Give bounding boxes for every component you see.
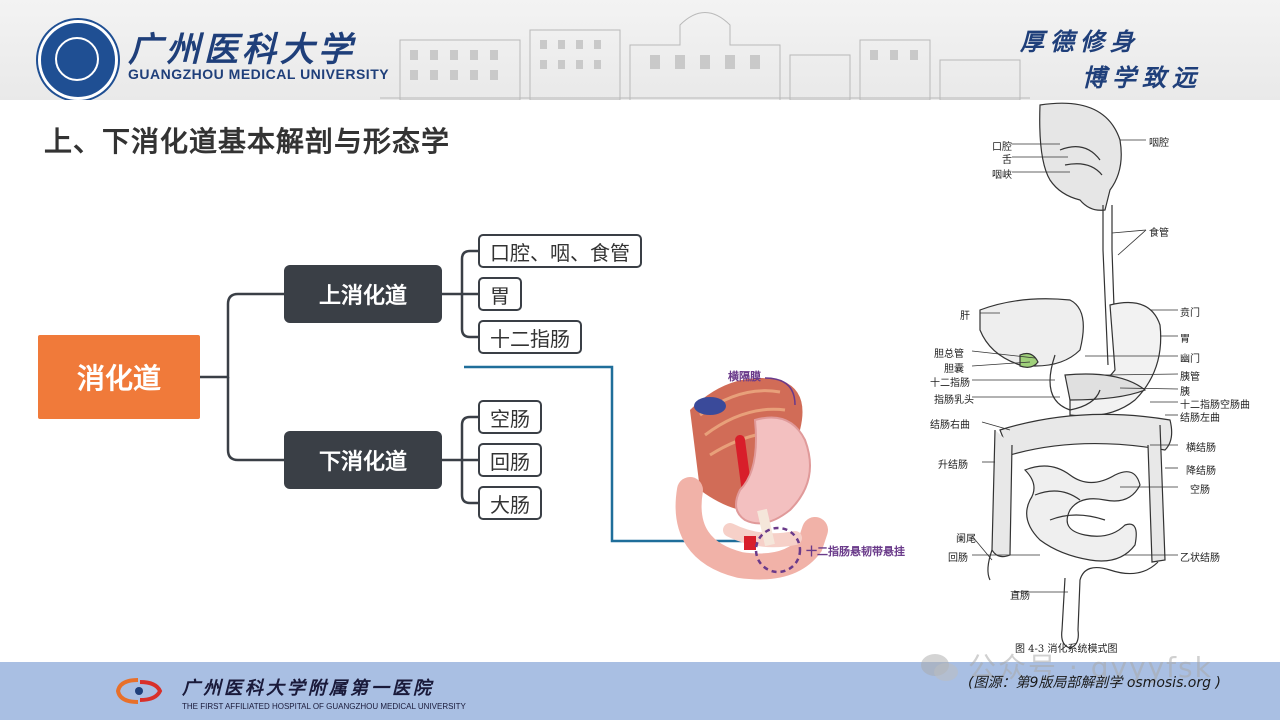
stomach-duodenum-illustration bbox=[675, 377, 828, 580]
digestive-system-diagram bbox=[971, 102, 1179, 649]
root-node-digestive-tract: 消化道 bbox=[38, 335, 200, 419]
label-pylorus: 幽门 bbox=[1180, 354, 1200, 365]
leaf-stomach: 胃 bbox=[478, 277, 522, 311]
hospital-logo-icon bbox=[115, 678, 163, 704]
label-suspensory-ligament: 十二指肠悬韧带悬挂 bbox=[806, 545, 905, 558]
figure-caption: 图 4-3 消化系统模式图 bbox=[1015, 644, 1118, 655]
label-esophagus: 食管 bbox=[1149, 228, 1169, 239]
branch-lower-gi: 下消化道 bbox=[284, 431, 442, 489]
university-seal-logo bbox=[38, 20, 118, 100]
label-stomach: 胃 bbox=[1180, 334, 1190, 345]
branch-upper-gi: 上消化道 bbox=[284, 265, 442, 323]
motto-line-1: 厚德修身 bbox=[1020, 27, 1140, 56]
label-duodenum: 十二指肠 bbox=[930, 378, 970, 389]
university-name-en: GUANGZHOU MEDICAL UNIVERSITY bbox=[128, 66, 390, 82]
label-tongue: 舌 bbox=[1002, 155, 1012, 166]
leaf-jejunum: 空肠 bbox=[478, 400, 542, 434]
label-liver: 肝 bbox=[960, 311, 970, 322]
label-duodenojejunal-flexure: 十二指肠空肠曲 bbox=[1180, 400, 1250, 411]
slide-title: 上、下消化道基本解剖与形态学 bbox=[44, 125, 451, 158]
label-pancreatic-duct: 胰管 bbox=[1180, 372, 1200, 383]
label-mouth: 口腔 bbox=[992, 142, 1012, 153]
leaf-mouth-pharynx-esophagus: 口腔、咽、食管 bbox=[478, 234, 642, 268]
watermark-text: 公众号 · gyyyfsk bbox=[968, 651, 1213, 684]
university-name-cn: 广州医科大学 bbox=[128, 30, 356, 70]
image-source-credit: (图源：第9版局部解剖学 osmosis.org ) bbox=[968, 675, 1221, 691]
label-isthmus: 咽峡 bbox=[992, 170, 1012, 181]
label-left-colic-flexure: 结肠左曲 bbox=[1180, 413, 1220, 424]
label-pancreas: 胰 bbox=[1180, 387, 1190, 398]
label-pharynx: 咽腔 bbox=[1149, 138, 1169, 149]
label-diaphragm: 横隔膜 bbox=[728, 370, 761, 383]
label-jejunum: 空肠 bbox=[1190, 485, 1210, 496]
label-common-bile-duct: 胆总管 bbox=[934, 349, 964, 360]
leaf-large-intestine: 大肠 bbox=[478, 486, 542, 520]
leaf-duodenum: 十二指肠 bbox=[478, 320, 582, 354]
label-rectum: 直肠 bbox=[1010, 591, 1030, 602]
label-descending-colon: 降结肠 bbox=[1186, 466, 1216, 477]
label-gallbladder: 胆囊 bbox=[944, 364, 964, 375]
label-appendix: 阑尾 bbox=[956, 534, 976, 545]
label-ascending-colon: 升结肠 bbox=[938, 460, 968, 471]
label-transverse-colon: 横结肠 bbox=[1186, 443, 1216, 454]
footer-band: 广州医科大学附属第一医院 THE FIRST AFFILIATED HOSPIT… bbox=[0, 662, 1280, 720]
label-ileum: 回肠 bbox=[948, 553, 968, 564]
hospital-name-cn: 广州医科大学附属第一医院 bbox=[182, 678, 434, 699]
wechat-icon bbox=[921, 654, 958, 681]
header-band: 广州医科大学 GUANGZHOU MEDICAL UNIVERSITY 厚德修身… bbox=[0, 0, 1280, 100]
campus-buildings-illustration bbox=[380, 12, 1030, 100]
leaf-ileum: 回肠 bbox=[478, 443, 542, 477]
label-cardia: 贲门 bbox=[1180, 308, 1200, 319]
motto-line-2: 博学致远 bbox=[1082, 63, 1202, 92]
label-sigmoid-colon: 乙状结肠 bbox=[1180, 553, 1220, 564]
hospital-name-en: THE FIRST AFFILIATED HOSPITAL OF GUANGZH… bbox=[182, 702, 466, 711]
label-duodenal-papilla: 指肠乳头 bbox=[934, 395, 974, 406]
label-right-colic-flexure: 结肠右曲 bbox=[930, 420, 970, 431]
